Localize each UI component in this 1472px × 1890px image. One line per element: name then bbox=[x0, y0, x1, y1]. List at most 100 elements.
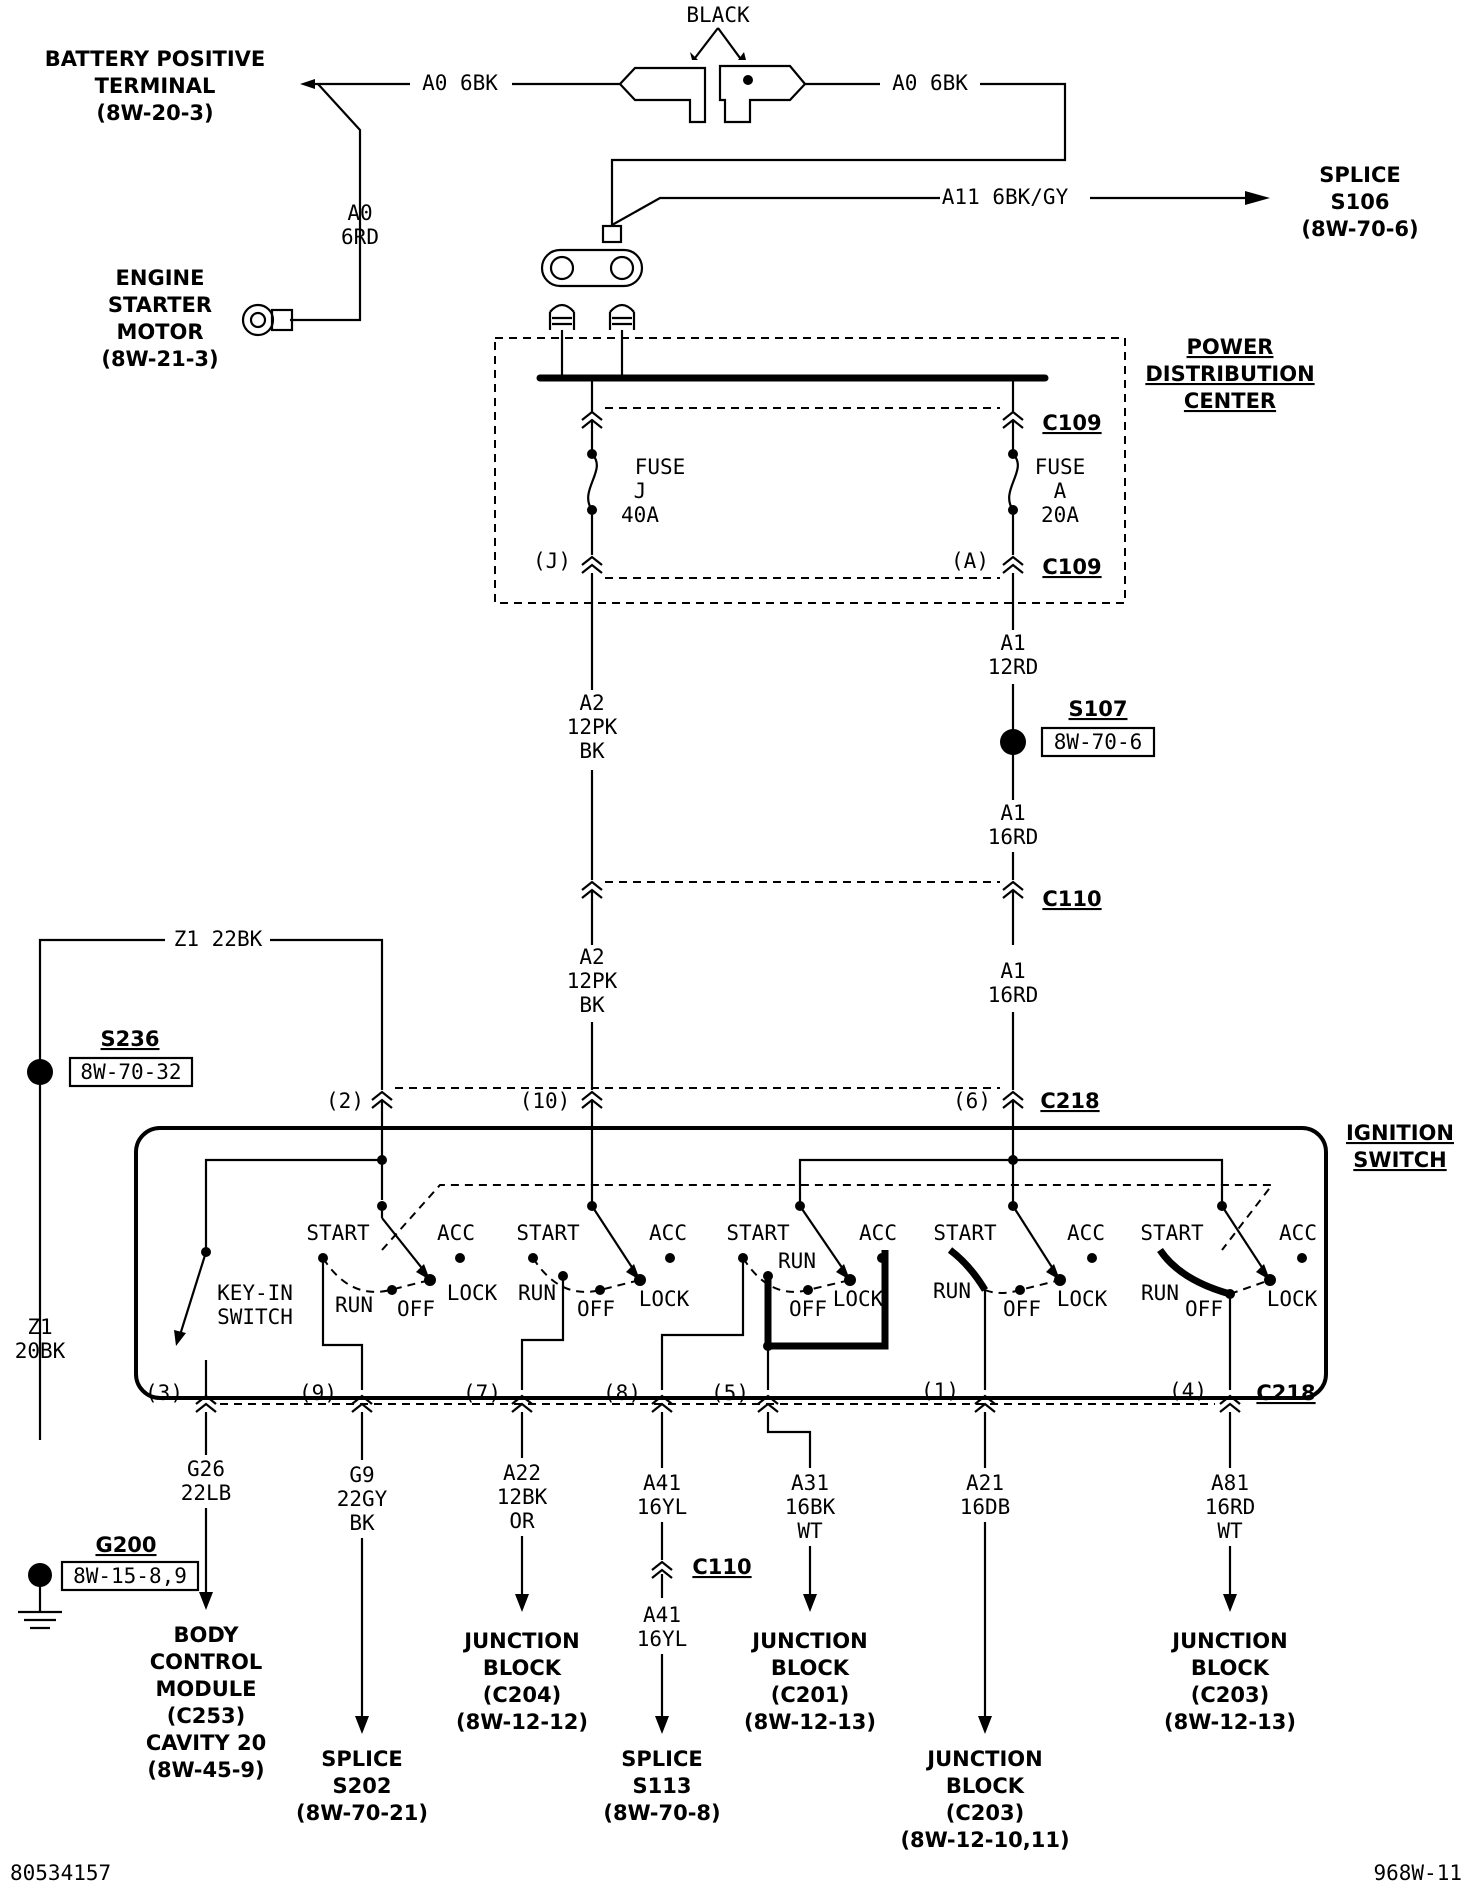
diagram-label: SPLICE bbox=[621, 1747, 702, 1771]
splice-s107-dot bbox=[1000, 729, 1026, 755]
diagram-label: G9 bbox=[349, 1463, 374, 1487]
diagram-label: STARTER bbox=[108, 293, 212, 317]
output-wires: G26 22LB G9 22GY BK A22 12BK OR A41 16YL… bbox=[18, 1412, 1255, 1734]
pdc-bus-stud bbox=[540, 224, 644, 378]
diagram-label: IGNITION bbox=[1346, 1121, 1454, 1145]
diagram-label: RUN bbox=[518, 1281, 556, 1305]
diagram-label: (5) bbox=[711, 1381, 749, 1405]
wire-a0-6rd bbox=[290, 83, 362, 322]
diagram-label: SPLICE bbox=[321, 1747, 402, 1771]
footer: 80534157 968W-11 bbox=[10, 1861, 1462, 1885]
diagram-label: 16DB bbox=[960, 1495, 1011, 1519]
diagram-label: 8W-15-8,9 bbox=[73, 1564, 187, 1588]
diagram-label: BODY bbox=[174, 1623, 240, 1647]
diagram-label: (8W-12-13) bbox=[744, 1710, 876, 1734]
diagram-label: (8W-70-21) bbox=[296, 1801, 428, 1825]
diagram-label: ACC bbox=[1279, 1221, 1317, 1245]
diagram-label: (6) bbox=[953, 1089, 991, 1113]
diagram-label: 16RD bbox=[988, 983, 1039, 1007]
diagram-label: 16RD bbox=[1205, 1495, 1256, 1519]
diagram-label: 12RD bbox=[988, 655, 1039, 679]
diagram-label: 16RD bbox=[988, 825, 1039, 849]
black-connector: BLACK A0 6BK bbox=[610, 3, 1067, 225]
a11-arrow bbox=[1245, 191, 1270, 205]
starter-section: ENGINE STARTER MOTOR (8W-21-3) bbox=[101, 266, 294, 371]
diagram-label: 16YL bbox=[637, 1495, 688, 1519]
connector-male-half bbox=[618, 66, 707, 124]
diagram-label: BK bbox=[579, 993, 605, 1017]
diagram-label: A2 bbox=[579, 945, 604, 969]
diagram-label: S202 bbox=[333, 1774, 392, 1798]
diagram-label: 8W-70-6 bbox=[1054, 730, 1143, 754]
switch-mechanical-link bbox=[381, 1184, 1275, 1251]
diagram-label: BLOCK bbox=[771, 1656, 850, 1680]
diagram-label: RUN bbox=[1141, 1281, 1179, 1305]
battery-section: BATTERY POSITIVE TERMINAL (8W-20-3) A0 6… bbox=[45, 47, 620, 322]
diagram-label: LOCK bbox=[833, 1287, 884, 1311]
diagram-label: LOCK bbox=[639, 1287, 690, 1311]
diagram-label: 20A bbox=[1041, 503, 1079, 527]
diagram-label: A81 bbox=[1211, 1471, 1249, 1495]
diagram-label: C218 bbox=[1040, 1089, 1099, 1113]
diagram-label: 16BK bbox=[785, 1495, 836, 1519]
run-acc-bus bbox=[764, 1250, 889, 1350]
diagram-label: Z1 22BK bbox=[174, 927, 263, 951]
diagram-label: Z1 bbox=[27, 1315, 52, 1339]
diagram-label: LOCK bbox=[1267, 1287, 1318, 1311]
diagram-label: A11 6BK/GY bbox=[942, 185, 1069, 209]
diagram-label: BLOCK bbox=[946, 1774, 1025, 1798]
diagram-label: A41 bbox=[643, 1471, 681, 1495]
diagram-label: C109 bbox=[1042, 411, 1101, 435]
diagram-label: RUN bbox=[335, 1293, 373, 1317]
diagram-label: START bbox=[726, 1221, 790, 1245]
diagram-label: A21 bbox=[966, 1471, 1004, 1495]
diagram-label: POWER bbox=[1187, 335, 1274, 359]
diagram-label: JUNCTION bbox=[750, 1629, 867, 1653]
diagram-label: FUSE bbox=[1035, 455, 1086, 479]
diagram-label: A1 bbox=[1000, 801, 1025, 825]
diagram-label: START bbox=[933, 1221, 997, 1245]
fuse-j-element bbox=[587, 453, 598, 511]
diagram-label: A0 6BK bbox=[422, 71, 498, 95]
diagram-label: 6RD bbox=[341, 225, 379, 249]
diagram-label: (J) bbox=[533, 549, 571, 573]
diagram-label: (3) bbox=[145, 1381, 183, 1405]
diagram-label: RUN bbox=[778, 1249, 816, 1273]
diagram-label: (C204) bbox=[483, 1683, 561, 1707]
battery-terminal-arrow bbox=[300, 79, 315, 89]
diagram-label: 12BK bbox=[497, 1485, 548, 1509]
c218-top: (2) (10) (6) C218 bbox=[326, 1087, 1100, 1113]
g200-ref-box bbox=[60, 1560, 200, 1592]
diagram-label: A1 bbox=[1000, 631, 1025, 655]
diagram-label: G26 bbox=[187, 1457, 225, 1481]
splice-s236-dot bbox=[27, 1059, 53, 1085]
diagram-label: BLACK bbox=[686, 3, 750, 27]
diagram-label: 12PK bbox=[567, 969, 618, 993]
diagram-label: (C201) bbox=[771, 1683, 849, 1707]
diagram-label: A41 bbox=[643, 1603, 681, 1627]
diagram-label: S106 bbox=[1331, 190, 1390, 214]
diagram-label: 8W-70-32 bbox=[80, 1060, 181, 1084]
diagram-label: ENGINE bbox=[116, 266, 205, 290]
diagram-label: 20BK bbox=[15, 1339, 66, 1363]
diagram-label: 22LB bbox=[181, 1481, 232, 1505]
diagram-label: FUSE bbox=[635, 455, 686, 479]
diagram-label: (8) bbox=[603, 1381, 641, 1405]
diagram-label: C109 bbox=[1042, 555, 1101, 579]
diagram-label: BLOCK bbox=[1191, 1656, 1270, 1680]
diagram-label: S107 bbox=[1069, 697, 1128, 721]
diagram-label: 40A bbox=[621, 503, 659, 527]
diagram-label: JUNCTION bbox=[462, 1629, 579, 1653]
diagram-label: KEY-IN bbox=[217, 1281, 293, 1305]
s107-ref-box bbox=[1040, 726, 1156, 758]
diagram-label: ACC bbox=[859, 1221, 897, 1245]
diagram-label: BLOCK bbox=[483, 1656, 562, 1680]
mid-wires: A2 12PK BK A2 12PK BK A1 12RD S107 8W-70… bbox=[15, 573, 1156, 1440]
ignition-switch: IGNITION SWITCH KEY-IN SWITCH START ACC … bbox=[134, 1100, 1454, 1400]
page-id: 968W-11 bbox=[1373, 1861, 1462, 1885]
diagram-label: JUNCTION bbox=[1170, 1629, 1287, 1653]
diagram-label: MOTOR bbox=[116, 320, 203, 344]
diagram-label: CENTER bbox=[1184, 389, 1276, 413]
diagram-label: (8W-70-6) bbox=[1301, 217, 1418, 241]
diagram-label: A1 bbox=[1000, 959, 1025, 983]
